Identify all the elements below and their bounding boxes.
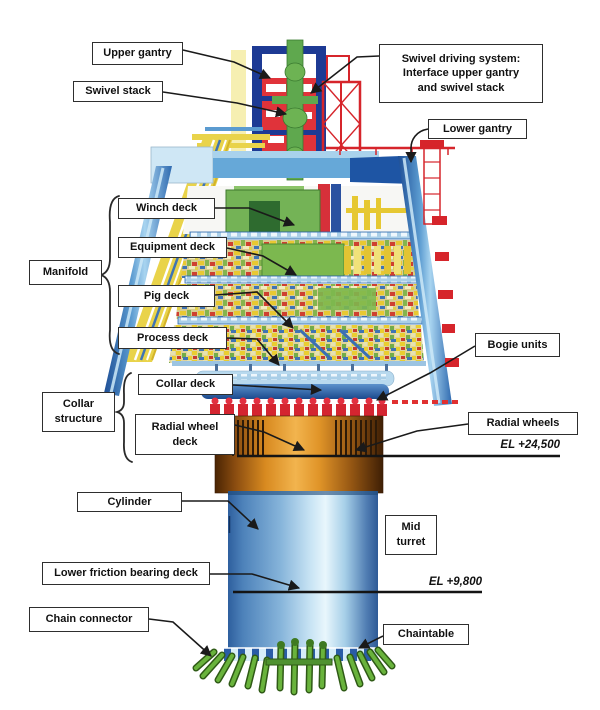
elevation-9800: EL +9,800 xyxy=(428,576,482,588)
upper-lattice-tower xyxy=(321,55,362,168)
label-chain-connector: Chain connector xyxy=(29,607,149,632)
label-manifold: Manifold xyxy=(29,260,102,285)
label-lower-friction-bearing-deck: Lower friction bearing deck xyxy=(42,562,210,585)
leader-equipment-deck xyxy=(226,247,297,276)
collar-structure-brace xyxy=(113,372,133,463)
leader-bogie-units xyxy=(376,345,476,401)
top-piping xyxy=(192,127,270,148)
chain-connectors-graphic xyxy=(192,638,396,696)
manifold-brace xyxy=(98,195,120,355)
label-pig-deck: Pig deck xyxy=(118,285,215,307)
leader-chaintable xyxy=(357,635,384,649)
leader-process-deck xyxy=(226,337,280,366)
label-collar-structure: Collar structure xyxy=(42,392,115,432)
label-chaintable: Chaintable xyxy=(383,624,469,645)
leader-collar-deck xyxy=(232,383,323,396)
leader-lines xyxy=(148,49,476,657)
leader-cylinder xyxy=(182,500,259,530)
label-mid-turret: Mid turret xyxy=(385,515,437,555)
leader-lower-friction xyxy=(210,573,301,591)
bogie-units-graphic xyxy=(210,397,458,416)
label-collar-deck: Collar deck xyxy=(138,374,233,395)
label-swivel-driving-system: Swivel driving system: Interface upper g… xyxy=(379,44,543,103)
label-equipment-deck: Equipment deck xyxy=(118,237,227,258)
label-upper-gantry: Upper gantry xyxy=(92,42,183,65)
elevation-24500: EL +24,500 xyxy=(500,439,560,451)
leader-upper-gantry xyxy=(182,49,272,80)
process-deck-graphic xyxy=(169,325,424,363)
label-lower-gantry: Lower gantry xyxy=(428,119,527,139)
label-bogie-units: Bogie units xyxy=(475,333,560,357)
label-radial-wheel-deck: Radial wheel deck xyxy=(135,414,235,455)
leader-swivel-driving xyxy=(310,55,380,94)
leader-pig-deck xyxy=(214,291,294,329)
lower-gantry-graphic xyxy=(150,146,455,184)
radial-wheel-deck-graphic xyxy=(214,415,384,494)
leader-swivel-stack xyxy=(162,91,288,118)
cylinder-graphic xyxy=(228,491,378,659)
label-winch-deck: Winch deck xyxy=(118,198,215,219)
leader-chain-connector xyxy=(148,618,212,657)
leg-red-fittings xyxy=(420,140,459,367)
leader-radial-wheel-deck xyxy=(234,424,306,451)
label-cylinder: Cylinder xyxy=(77,492,182,512)
leader-radial-wheels xyxy=(354,423,469,453)
leader-winch-deck xyxy=(215,207,296,227)
label-swivel-stack: Swivel stack xyxy=(73,81,163,102)
label-process-deck: Process deck xyxy=(118,327,227,349)
collar-deck-graphic xyxy=(195,370,395,399)
label-radial-wheels: Radial wheels xyxy=(468,412,578,435)
leader-lower-gantry xyxy=(405,128,429,164)
winch-deck-graphic xyxy=(225,186,321,233)
